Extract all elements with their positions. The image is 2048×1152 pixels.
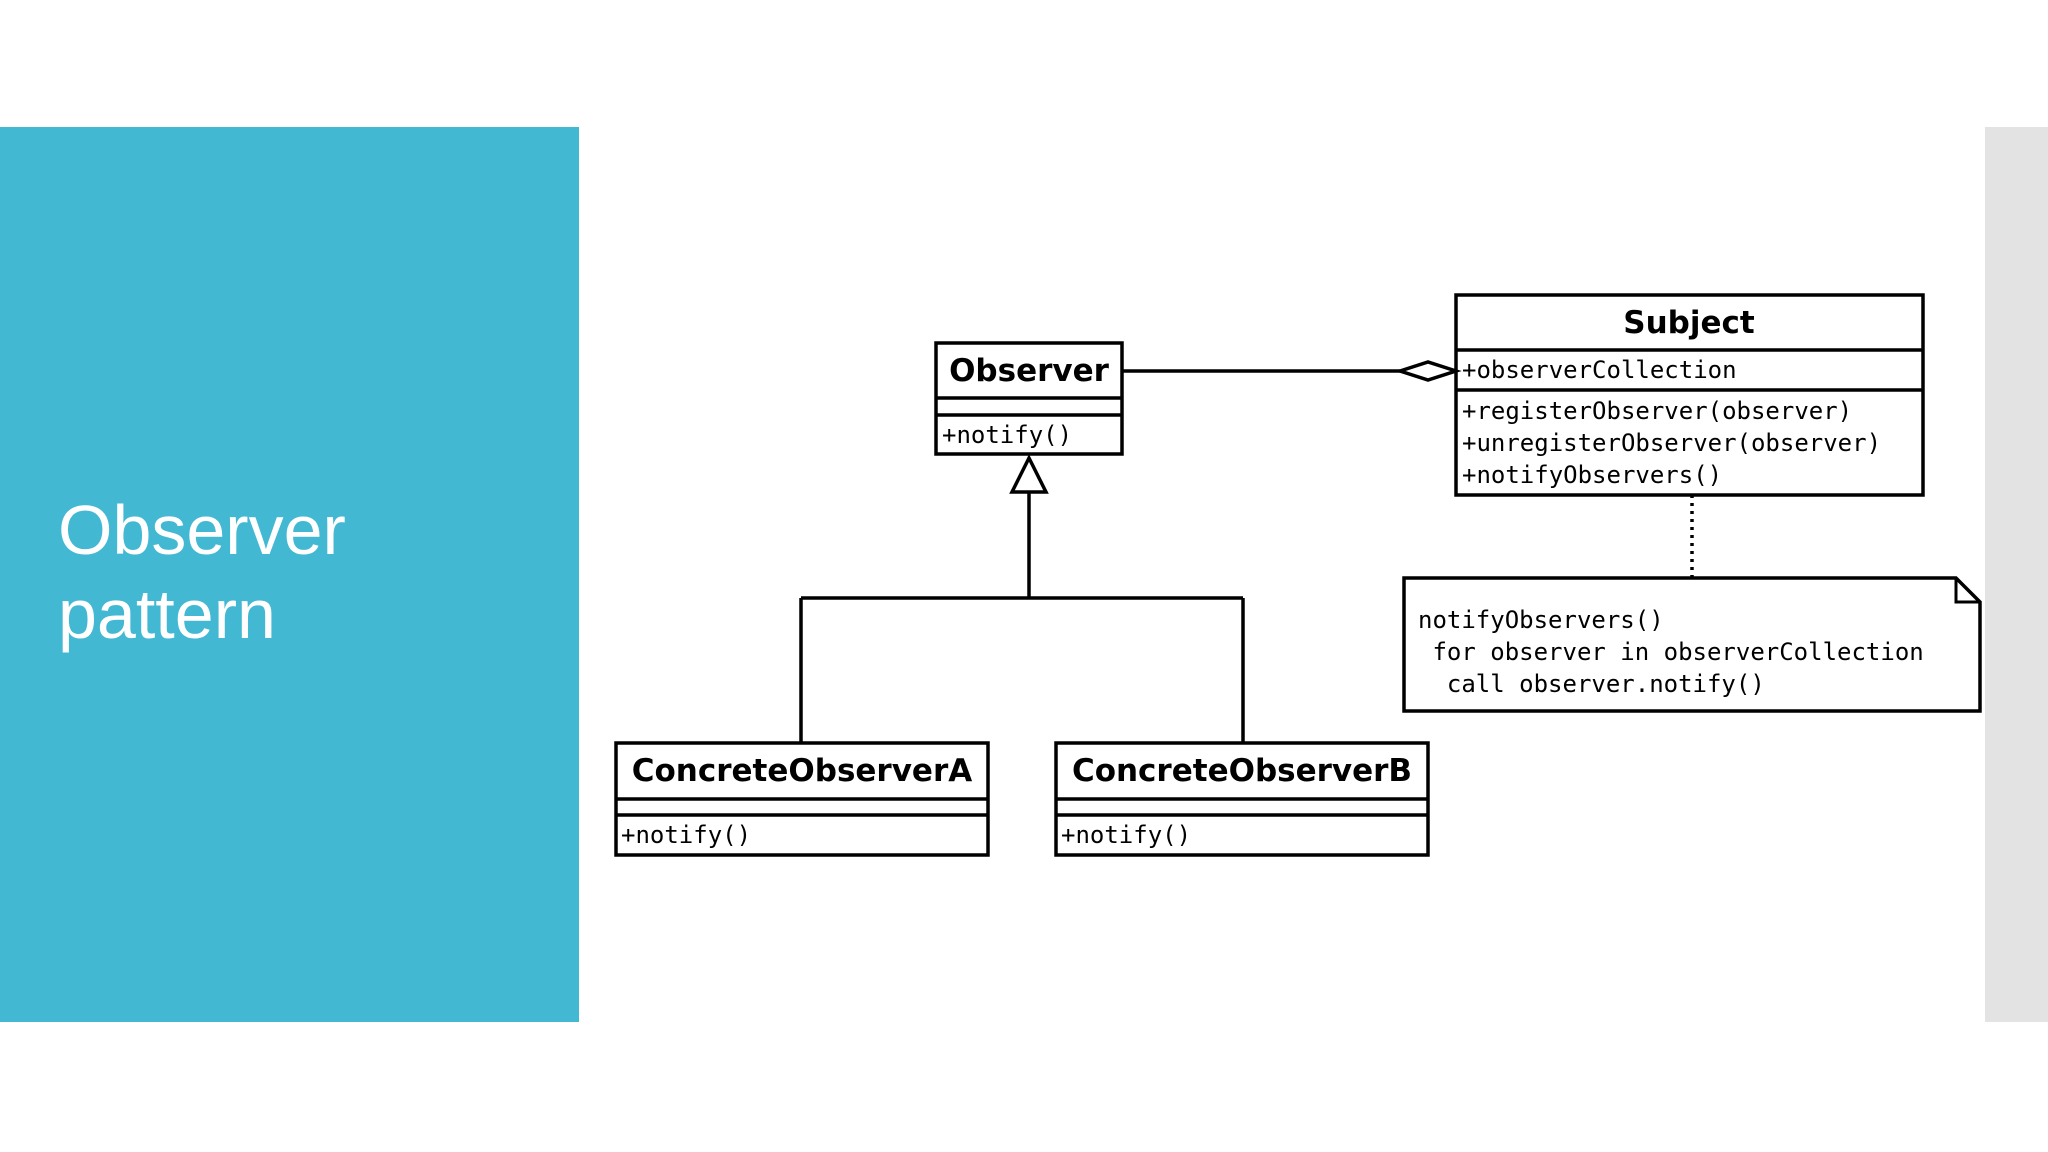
aggregation-diamond [1394, 360, 1462, 382]
title-panel [0, 127, 579, 1022]
note-line-1: notifyObservers() [1418, 606, 1664, 634]
observer-method: +notify() [942, 421, 1072, 449]
subject-method-notify: +notifyObservers() [1462, 461, 1722, 489]
observer-class-name: Observer [949, 353, 1110, 389]
generalization [799, 454, 1245, 743]
title-line-1: Observer [58, 491, 346, 569]
concrete-observer-b-method: +notify() [1061, 821, 1191, 849]
note-dog-ear [1954, 578, 1980, 604]
concrete-observer-b-name: ConcreteObserverB [1072, 753, 1412, 789]
subject-method-unregister: +unregisterObserver(observer) [1462, 429, 1881, 457]
note-line-3: call observer.notify() [1418, 670, 1765, 698]
subject-class-box [1454, 293, 1925, 497]
subject-method-register: +registerObserver(observer) [1462, 397, 1852, 425]
note-box [1402, 576, 1982, 713]
subject-class-name: Subject [1623, 305, 1755, 341]
subject-class: Subject +observerCollection +registerObs… [1454, 293, 1925, 497]
note-line-2: for observer in observerCollection [1418, 638, 1924, 666]
title-line-2: pattern [58, 575, 276, 653]
right-edge-strip [1985, 127, 2048, 1022]
concrete-observer-a-class: ConcreteObserverA +notify() [614, 741, 990, 857]
concrete-observer-a-method: +notify() [621, 821, 751, 849]
concrete-observer-a-name: ConcreteObserverA [632, 753, 972, 789]
observer-class: Observer +notify() [934, 341, 1124, 456]
slide-title: Observer pattern [58, 488, 558, 656]
subject-attribute: +observerCollection [1462, 356, 1737, 384]
concrete-observer-b-class: ConcreteObserverB +notify() [1054, 741, 1430, 857]
aggregation-association [1122, 360, 1462, 382]
inheritance-arrowhead [1009, 454, 1049, 494]
implementation-note: notifyObservers() for observer in observ… [1402, 576, 1982, 713]
